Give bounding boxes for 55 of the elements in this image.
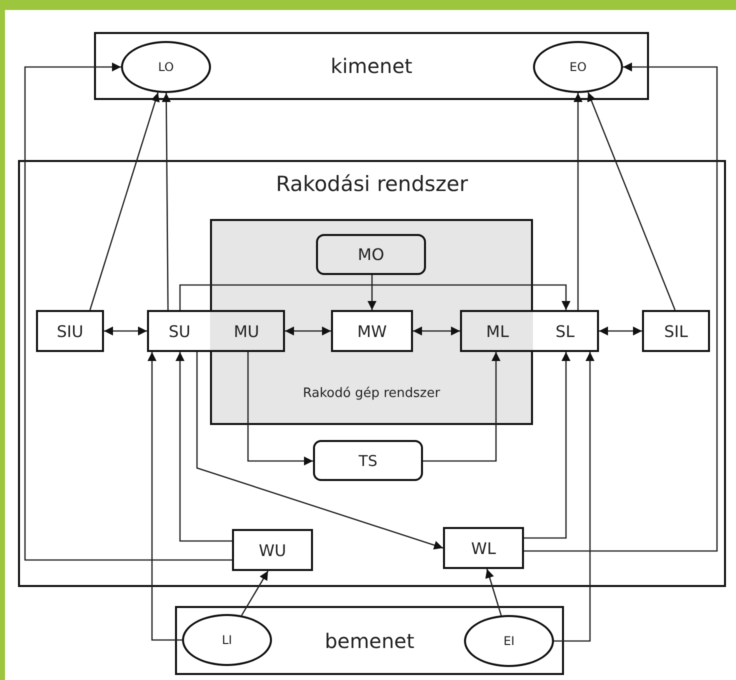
process-box (460, 310, 533, 352)
arrow (285, 326, 331, 336)
arrow (599, 326, 642, 336)
node-label: WU (258, 540, 286, 560)
arrow (176, 352, 232, 542)
rounded-box (316, 234, 426, 275)
box-title: kimenet (330, 54, 412, 78)
node-label: EI (503, 634, 515, 648)
arrow (554, 352, 594, 642)
subsystem-box (210, 219, 533, 425)
arrow (196, 352, 444, 550)
node-label: MW (357, 322, 387, 340)
arrow (247, 352, 313, 466)
arrow (485, 568, 502, 616)
process-box (331, 310, 413, 352)
node-label: WL (471, 538, 496, 558)
node-label: EO (569, 60, 587, 74)
arrow (104, 326, 147, 336)
process-box (642, 310, 710, 352)
node-label: SIU (56, 322, 84, 340)
arrow (368, 275, 376, 310)
arrow (148, 352, 182, 641)
node-label: LI (222, 633, 232, 647)
rounded-box (313, 440, 423, 481)
node-label: MU (234, 322, 260, 340)
process-box (533, 310, 599, 352)
node-label: LO (158, 60, 174, 74)
arrow (179, 284, 570, 310)
process-box (210, 310, 285, 352)
arrow (574, 93, 582, 310)
node-label: SU (168, 322, 190, 340)
node-label: SL (555, 322, 575, 340)
node-label: MO (358, 245, 384, 264)
process-box (443, 527, 524, 569)
arrow (423, 352, 500, 462)
group-box (175, 606, 564, 675)
group-box (18, 160, 726, 587)
arrow (587, 92, 676, 310)
node-label: TS (358, 452, 378, 470)
box-title: bemenet (324, 628, 414, 652)
arrow (413, 326, 460, 336)
box-title: Rakodó gép rendszer (302, 386, 440, 401)
group-box (94, 32, 649, 100)
arrow (524, 62, 718, 552)
node-label: ML (486, 322, 509, 340)
node-label: SIL (664, 322, 688, 340)
arrow (524, 352, 570, 539)
arrow (89, 92, 160, 310)
box-title: Rakodási rendszer (276, 172, 468, 196)
process-box (232, 529, 313, 571)
arrow (24, 62, 232, 561)
process-box (36, 310, 104, 352)
arrow (162, 93, 171, 310)
process-box (147, 310, 210, 352)
arrow (241, 570, 269, 616)
